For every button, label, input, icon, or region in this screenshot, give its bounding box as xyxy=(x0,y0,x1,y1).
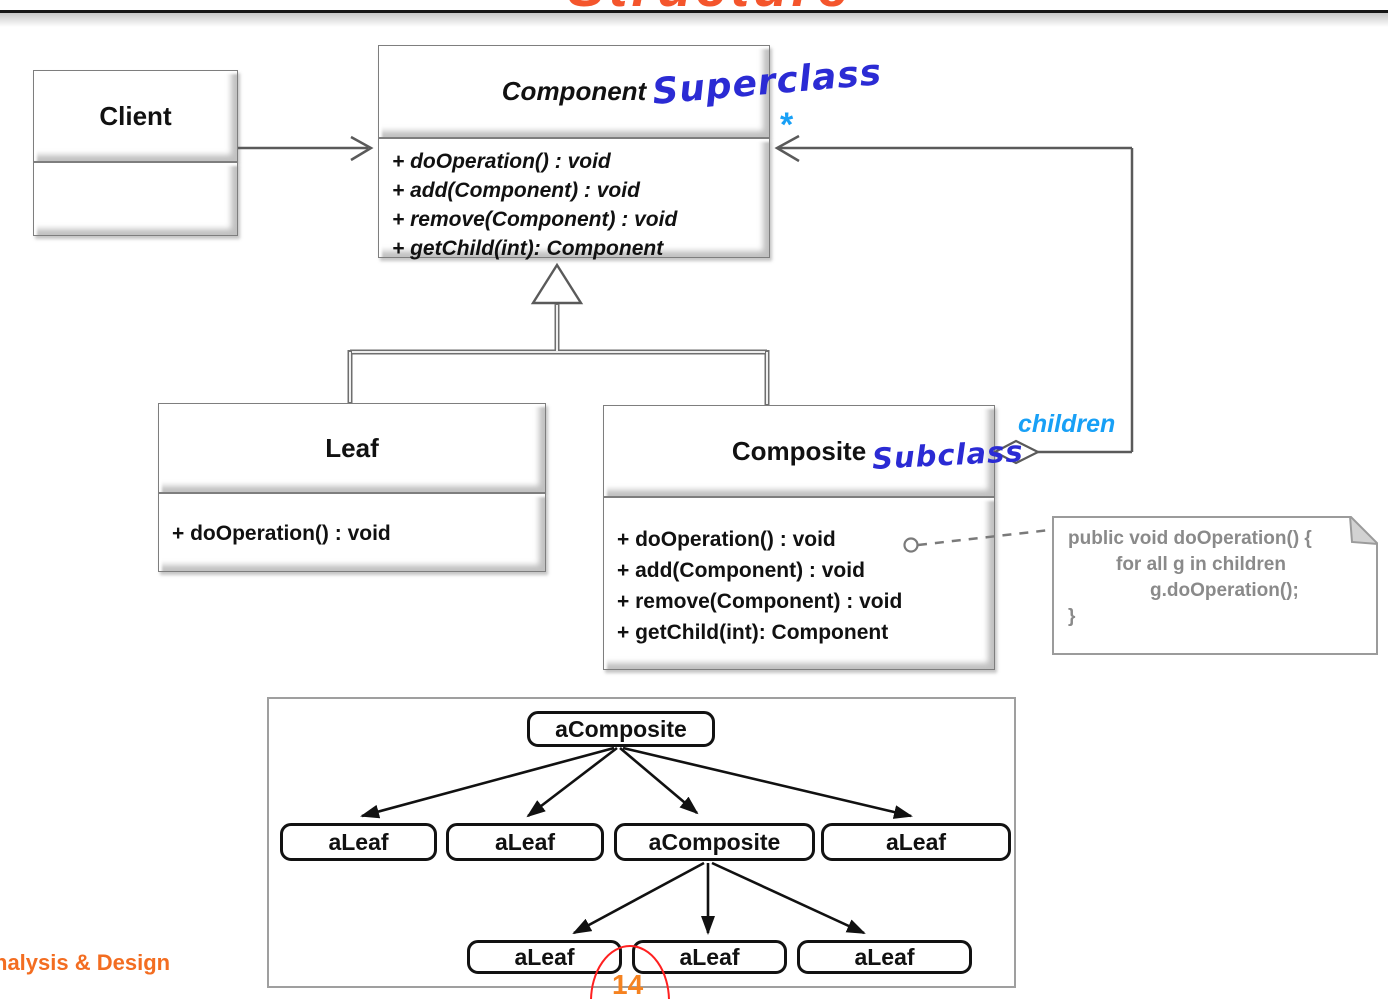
note-line: for all g in children xyxy=(1116,554,1286,575)
object-node: aComposite xyxy=(614,823,815,861)
object-node-root: aComposite xyxy=(527,711,715,747)
method-line: + getChild(int): Component xyxy=(617,621,889,644)
note-line: } xyxy=(1068,606,1076,627)
note-folded-corner-icon xyxy=(1348,516,1378,546)
composite-class-box: Composite + doOperation() : void + add(C… xyxy=(603,405,995,670)
method-line: + remove(Component) : void xyxy=(392,208,678,231)
leaf-class-title: Leaf xyxy=(158,403,546,493)
top-rule-shadow xyxy=(0,13,1388,27)
object-node: aLeaf xyxy=(797,940,972,974)
leaf-class-box: Leaf + doOperation() : void xyxy=(158,403,546,572)
method-line: + doOperation() : void xyxy=(617,528,836,551)
object-node: aLeaf xyxy=(632,940,787,974)
component-class-title: Component xyxy=(378,45,770,138)
method-line: + doOperation() : void xyxy=(392,150,611,173)
client-class-box: Client xyxy=(33,70,238,236)
slide-title-text: Structure xyxy=(470,0,950,13)
object-node: aLeaf xyxy=(467,940,622,974)
footer-course-title: nalysis & Design xyxy=(0,950,171,975)
method-line: + add(Component) : void xyxy=(392,179,640,202)
clipped-slide-title: Structure xyxy=(470,0,950,13)
object-node: aLeaf xyxy=(821,823,1011,861)
client-class-empty-compartment xyxy=(33,162,238,236)
leaf-methods-compartment: + doOperation() : void xyxy=(158,493,546,572)
method-line: + getChild(int): Component xyxy=(392,237,664,260)
code-note: public void doOperation() { for all g in… xyxy=(1052,516,1378,655)
client-class-title: Client xyxy=(33,70,238,162)
generalization-lines xyxy=(347,304,770,405)
component-methods-compartment: + doOperation() : void + add(Component) … xyxy=(378,138,770,260)
composite-class-title: Composite xyxy=(603,405,995,497)
note-line: g.doOperation(); xyxy=(1150,580,1299,601)
component-class-box: Component + doOperation() : void + add(C… xyxy=(378,45,770,260)
generalization-triangle-icon xyxy=(530,262,584,305)
subclass-handwriting: Subclass xyxy=(871,434,1025,476)
object-node: aLeaf xyxy=(280,823,437,861)
page-number: 14 xyxy=(612,969,644,1000)
method-line: + doOperation() : void xyxy=(172,522,391,545)
multiplicity-star: * xyxy=(780,106,794,144)
children-role-label: children xyxy=(1018,410,1116,438)
top-rule-line xyxy=(0,10,1388,13)
note-line: public void doOperation() { xyxy=(1068,528,1312,549)
method-line: + remove(Component) : void xyxy=(617,590,903,613)
object-node: aLeaf xyxy=(446,823,604,861)
client-component-association xyxy=(238,135,374,162)
composite-methods-compartment: + doOperation() : void + add(Component) … xyxy=(603,497,995,670)
method-line: + add(Component) : void xyxy=(617,559,865,582)
